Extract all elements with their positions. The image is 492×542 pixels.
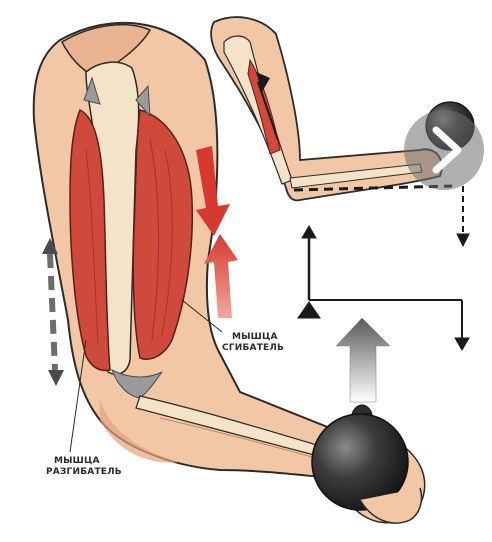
grey-arrow-down [48, 370, 64, 386]
flexor-label-line1: МЫШЦА [222, 332, 284, 343]
extensor-label-line1: МЫШЦА [46, 456, 122, 467]
weight-ball-handle [352, 405, 372, 414]
flexor-label: МЫШЦА СГИБАТЕЛЬ [222, 332, 284, 354]
lever-diagram [298, 186, 469, 350]
grey-up-arrow [336, 318, 390, 402]
next-button[interactable] [404, 110, 484, 190]
extensor-label: МЫШЦА РАЗГИБАТЕЛЬ [46, 456, 122, 478]
extensor-label-line2: РАЗГИБАТЕЛЬ [46, 467, 122, 478]
flexor-label-line2: СГИБАТЕЛЬ [222, 343, 284, 354]
chevron-right-icon [404, 110, 484, 190]
